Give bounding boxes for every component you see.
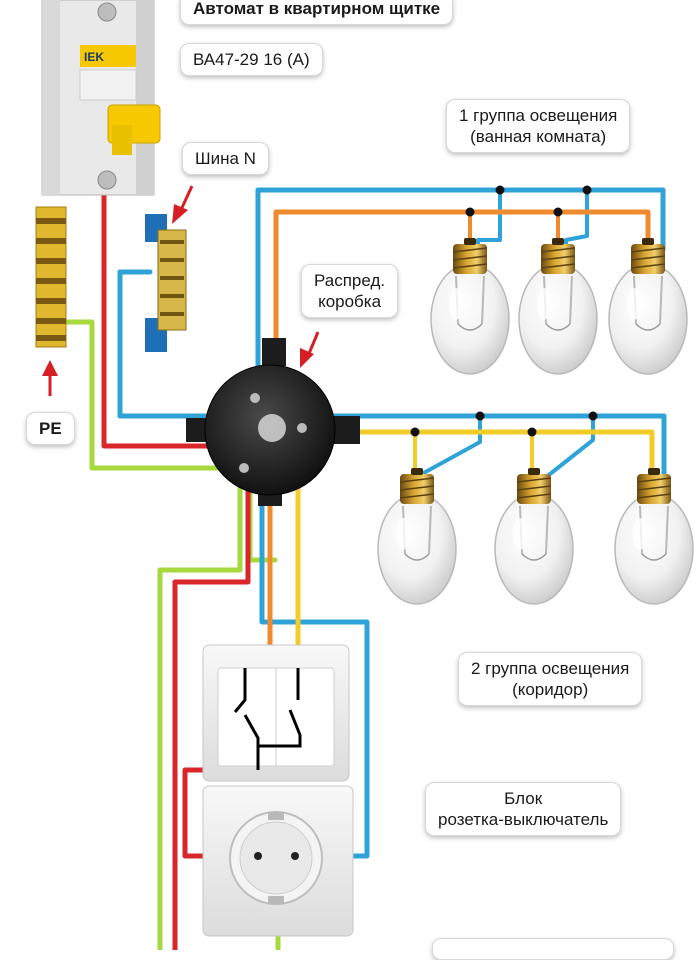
label-pe: PE <box>26 412 75 445</box>
wire-switched-group2 <box>327 429 655 481</box>
wire-neutral-bus <box>117 269 251 419</box>
bulb-group2-1 <box>377 467 457 605</box>
junction-dot <box>465 207 475 217</box>
junction-dot <box>410 427 420 437</box>
label-neutral-bus: Шина N <box>182 142 269 175</box>
label-junction-box: Распред. коробка <box>301 264 399 318</box>
arrow-neutral-bus <box>172 185 194 224</box>
wire-neutral-g2-b1 <box>418 414 482 477</box>
bulb-group1-1 <box>430 237 510 375</box>
label-breaker-title: Автомат в квартирном щитке <box>180 0 454 25</box>
wire-phase-main <box>101 193 253 449</box>
neutral-bus <box>145 214 187 352</box>
wire-neutral-g2-b3 <box>543 414 595 480</box>
bulb-group2-3 <box>614 467 694 605</box>
wire-neutral-g1-b1 <box>476 188 502 254</box>
bulb-group1-3 <box>608 237 688 375</box>
bulb-group1-2 <box>518 237 598 375</box>
breaker-brand-text: IEK <box>84 50 104 64</box>
label-breaker-model: ВА47-29 16 (А) <box>180 43 323 76</box>
circuit-breaker: IEK <box>41 0 161 196</box>
junction-dot <box>495 185 505 195</box>
label-group2: 2 группа освещения (коридор) <box>458 652 643 706</box>
socket-hole-right <box>291 852 299 860</box>
wire-neutral-group2 <box>327 413 667 481</box>
junction-dot <box>588 411 598 421</box>
arrow-junction-box <box>300 331 320 368</box>
switch-contacts <box>233 668 302 770</box>
junction-dot <box>475 411 485 421</box>
wire-switched-group1 <box>273 209 651 385</box>
label-partial-bottom <box>432 938 674 960</box>
label-group1: 1 группа освещения (ванная комната) <box>446 99 631 153</box>
junction-dot <box>527 427 537 437</box>
wire-neutral-group1 <box>255 187 666 411</box>
pe-bus <box>35 206 67 348</box>
wire-neutral-g1-b2 <box>564 188 589 254</box>
junction-box <box>186 338 360 506</box>
junction-dot <box>582 185 592 195</box>
junction-dot <box>553 207 563 217</box>
socket-hole-left <box>254 852 262 860</box>
switch-socket-block <box>202 644 354 937</box>
wire-phase-switch <box>172 467 251 950</box>
bulb-group2-2 <box>494 467 574 605</box>
label-switch-socket-block: Блок розетка-выключатель <box>425 782 622 836</box>
arrow-pe <box>42 360 58 396</box>
